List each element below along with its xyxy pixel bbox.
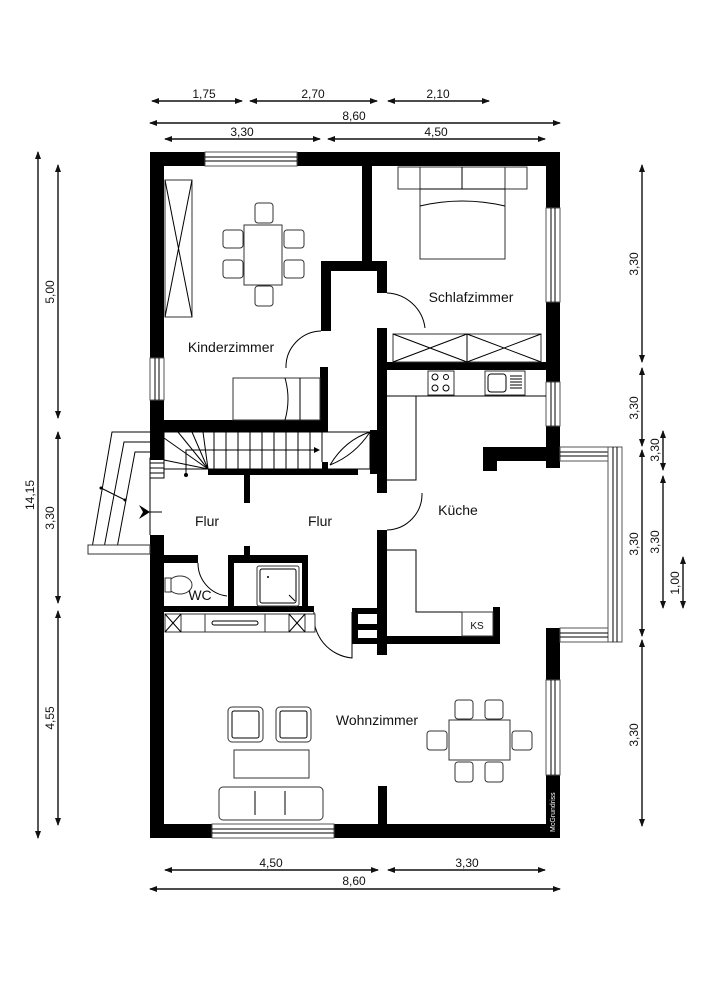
shower	[256, 565, 300, 607]
label-schlafzimmer: Schlafzimmer	[429, 289, 514, 305]
dimensions-bottom: 4,50 3,30 8,60	[149, 856, 561, 892]
table	[243, 224, 283, 286]
dim-bay-2: 3,30	[648, 530, 662, 554]
interior-walls	[164, 152, 560, 826]
wohnzimmer-furniture	[164, 613, 533, 821]
label-kueche: Küche	[438, 502, 478, 518]
dim-top-right: 4,50	[424, 125, 448, 139]
bath-furniture	[164, 565, 300, 607]
dining-table	[448, 719, 511, 761]
label-flur-right: Flur	[308, 513, 332, 529]
schlafzimmer-door[interactable]	[386, 292, 426, 329]
armchair	[227, 706, 264, 743]
dim-left-total: 14,15	[23, 480, 37, 510]
wohnzimmer-door[interactable]	[313, 611, 353, 659]
bed	[232, 377, 321, 421]
dim-top-3: 2,10	[426, 87, 450, 101]
entrance-arrow-icon	[139, 505, 150, 519]
fridge	[461, 611, 494, 637]
dim-left-1: 5,00	[43, 280, 57, 304]
dim-right-2: 3,30	[627, 396, 641, 420]
staircase[interactable]	[163, 431, 371, 477]
kinderzimmer-door[interactable]	[285, 330, 322, 369]
kinderzimmer-furniture	[164, 179, 321, 421]
dim-top-2: 2,70	[301, 87, 325, 101]
dim-bay-1: 3,30	[648, 438, 662, 462]
label-wc: WC	[188, 587, 211, 603]
dim-right-3: 3,30	[627, 532, 641, 556]
dimensions-top: 1,75 2,70 2,10 8,60 3,30 4,50	[149, 87, 561, 142]
dim-bottom-total: 8,60	[342, 874, 366, 888]
dim-bottom-left: 4,50	[259, 856, 283, 870]
label-kinderzimmer: Kinderzimmer	[188, 339, 275, 355]
dimensions-left: 14,15 5,00 3,30 4,55	[23, 151, 61, 839]
schlafzimmer-furniture	[392, 166, 542, 363]
fridge-label: KS	[470, 621, 484, 632]
room-labels: Kinderzimmer Schlafzimmer Flur Flur Küch…	[188, 289, 514, 728]
stove	[427, 370, 455, 396]
dim-top-total: 8,60	[342, 109, 366, 123]
watermark: McGrundriss	[550, 792, 557, 832]
windows	[149, 151, 623, 839]
coffee-table	[233, 749, 310, 779]
dim-bay-3: 1,00	[668, 571, 682, 595]
label-wohnzimmer: Wohnzimmer	[336, 712, 419, 728]
dim-left-2: 3,30	[43, 506, 57, 530]
dim-top-1: 1,75	[192, 87, 216, 101]
dim-right-1: 3,30	[627, 252, 641, 276]
kueche-door[interactable]	[386, 492, 423, 531]
exterior-walls	[150, 152, 560, 838]
dim-top-left: 3,30	[230, 125, 254, 139]
stair-door[interactable]	[329, 431, 371, 466]
label-flur-left: Flur	[195, 513, 219, 529]
dim-left-3: 4,55	[43, 706, 57, 730]
dim-right-4: 3,30	[627, 723, 641, 747]
dimensions-right: 3,30 3,30 3,30 3,30 3,30 3,30 1,00	[627, 164, 686, 827]
exterior-steps	[87, 431, 165, 555]
dim-bottom-right: 3,30	[455, 856, 479, 870]
wc-door[interactable]	[197, 562, 228, 597]
sofa	[218, 786, 324, 821]
kueche-furniture: KS	[387, 370, 546, 637]
sideboard	[204, 613, 266, 633]
armchair	[275, 706, 312, 743]
